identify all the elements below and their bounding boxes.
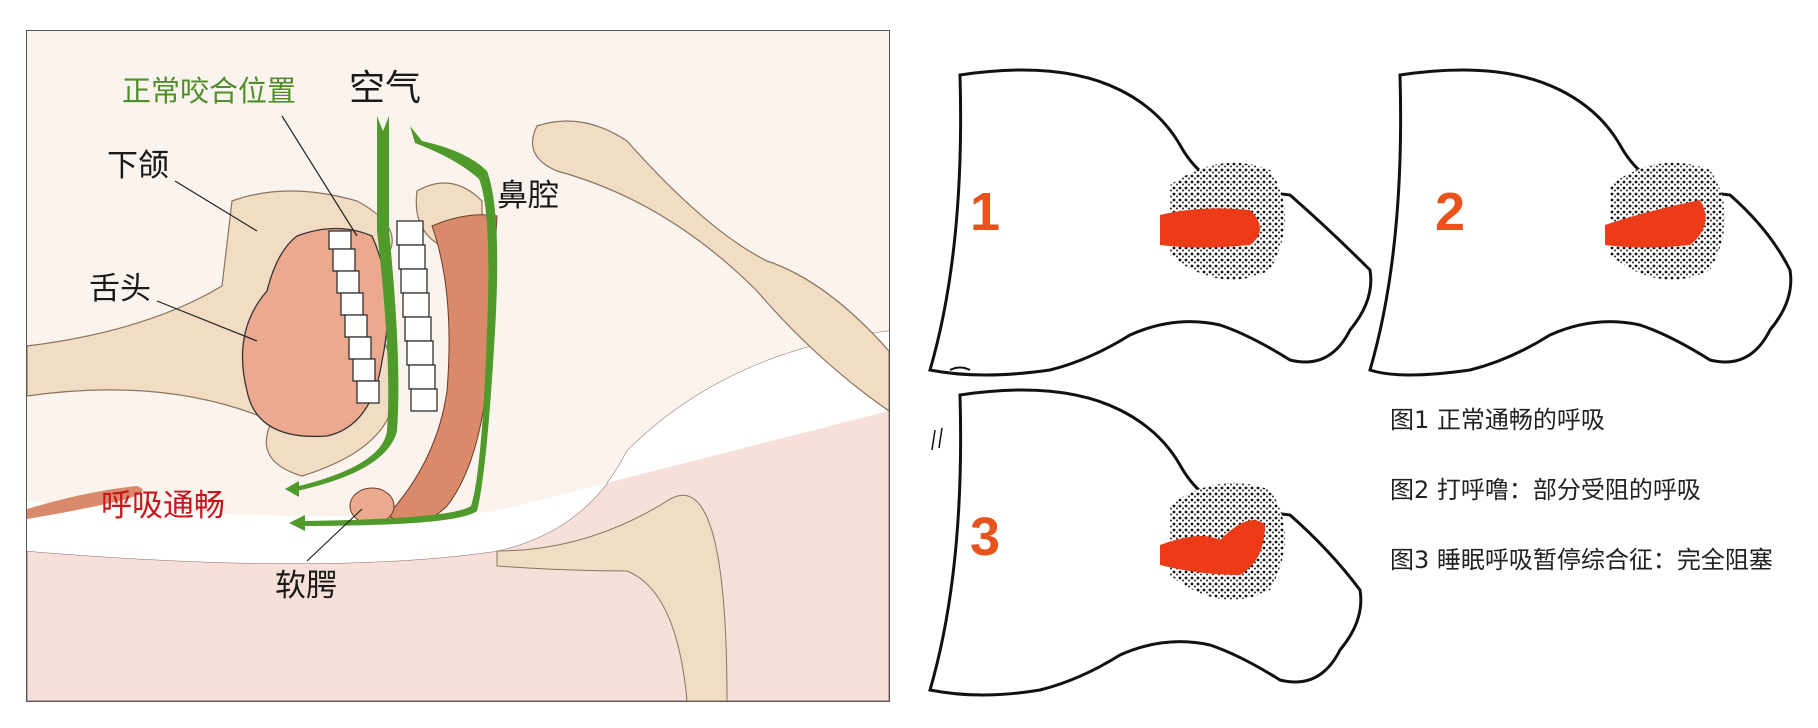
panel-number-2: 2 (1435, 182, 1466, 242)
panel-number-3: 3 (970, 507, 1001, 567)
anatomy-illustration (27, 115, 889, 701)
airway-clear-label: 呼吸通畅 (101, 488, 225, 524)
jaw-label: 下颌 (107, 148, 169, 184)
tongue-label: 舌头 (89, 271, 151, 307)
heads-illustration (928, 68, 1793, 697)
bite-position-label: 正常咬合位置 (122, 74, 297, 108)
head-3 (928, 366, 1363, 697)
caption-3: 图3 睡眠呼吸暂停综合征：完全阻塞 (1390, 546, 1773, 574)
air-label: 空气 (349, 68, 422, 109)
airway-anatomy-diagram: 正常咬合位置 空气 下颌 鼻腔 舌头 呼吸通畅 软腭 (26, 30, 890, 702)
caption-2: 图2 打呼噜：部分受阻的呼吸 (1390, 476, 1701, 504)
nasal-cavity-label: 鼻腔 (497, 178, 559, 214)
head-1 (928, 68, 1373, 377)
caption-1: 图1 正常通畅的呼吸 (1390, 406, 1605, 434)
head-2 (1368, 68, 1793, 377)
sleep-apnea-comparison: 1 2 3 图1 正常通畅的呼吸 图2 打呼噜：部分受阻的呼吸 图3 睡眠呼吸暂… (920, 30, 1818, 710)
panel-number-1: 1 (970, 182, 1001, 242)
soft-palate-label: 软腭 (275, 568, 337, 604)
